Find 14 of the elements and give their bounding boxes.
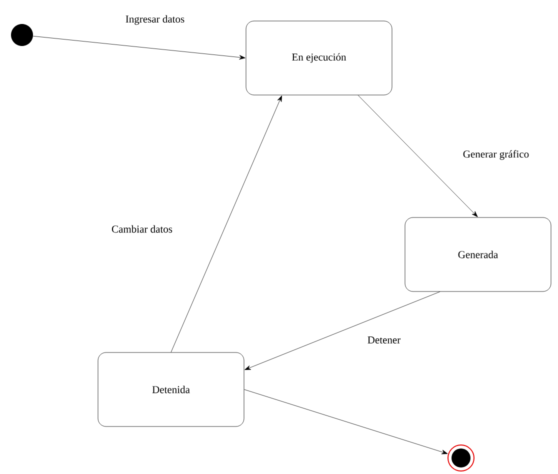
state-box: Generada xyxy=(404,217,552,292)
edge-label: Cambiar datos xyxy=(110,224,174,234)
edge-label: Ingresar datos xyxy=(124,14,186,26)
arrow xyxy=(32,36,246,60)
state-box: Detenida xyxy=(98,352,244,427)
arrow xyxy=(170,96,282,352)
final-state xyxy=(448,444,474,472)
state-box: En ejecución xyxy=(246,20,392,96)
initial-state xyxy=(11,24,33,46)
arrow xyxy=(244,292,440,370)
arrow xyxy=(244,389,448,454)
edge-label: Detener xyxy=(366,336,402,344)
arrow xyxy=(358,95,478,218)
edge-label: Generar gráfico xyxy=(462,149,530,161)
